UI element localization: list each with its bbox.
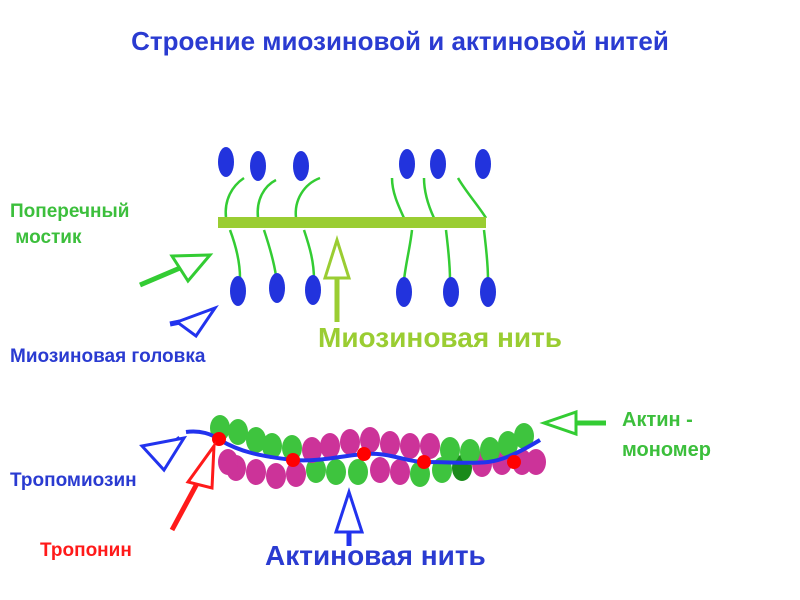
myosin-head — [399, 149, 415, 179]
actin-filament-arrow — [333, 487, 365, 546]
actin-monomer-bead — [480, 437, 500, 463]
myosin-filament-arrow — [322, 235, 352, 322]
myosin-head — [430, 149, 446, 179]
page-title: Строение миозиновой и актиновой нитей — [131, 26, 669, 56]
actin-monomer-bead — [246, 459, 266, 485]
myosin-filament-label: Миозиновая нить — [318, 322, 563, 353]
myosin-head — [443, 277, 459, 307]
actin-monomer-bead — [498, 431, 518, 457]
actin-monomer-bead — [320, 433, 340, 459]
actin-monomer-bead — [400, 433, 420, 459]
cross-bridge-label: Поперечный мостик — [10, 199, 129, 251]
myosin-head — [305, 275, 321, 305]
actin-monomer-bead — [286, 461, 306, 487]
myosin-head — [480, 277, 496, 307]
actin-monomer-bead — [370, 457, 390, 483]
actin-monomer-bead — [246, 427, 266, 453]
lower-cross-bridges — [228, 229, 490, 281]
myosin-head — [396, 277, 412, 307]
myosin-rod — [218, 217, 486, 228]
actin-monomer-bead — [380, 431, 400, 457]
myosin-filament — [218, 147, 496, 307]
myosin-head — [475, 149, 491, 179]
actin-monomer-bead — [440, 437, 460, 463]
actin-monomer-bead — [306, 457, 326, 483]
actin-monomer-label: Актин - мономер — [622, 405, 711, 465]
actin-monomer-bead — [262, 433, 282, 459]
myosin-head — [293, 151, 309, 181]
cross-bridge-label-line2: мостик — [10, 227, 82, 248]
myosin-head — [230, 276, 246, 306]
actin-filament-label: Актиновая нить — [265, 540, 486, 571]
troponin-label: Тропонин — [40, 540, 132, 561]
myosin-heads — [218, 147, 496, 307]
troponin-dot — [286, 453, 300, 467]
myosin-head — [250, 151, 266, 181]
actin-monomer-bead — [218, 449, 238, 475]
myosin-head — [218, 147, 234, 177]
actin-monomer-bead — [326, 459, 346, 485]
actin-monomer-label-line1: Актин - — [622, 409, 693, 431]
actin-monomer-bead — [514, 423, 534, 449]
myosin-head-arrow — [169, 304, 219, 339]
troponin-dot — [507, 455, 521, 469]
actin-filament — [210, 415, 546, 489]
actin-monomer-bead — [340, 429, 360, 455]
cross-bridge-label-line1: Поперечный — [10, 201, 130, 222]
actin-monomer-bead — [266, 463, 286, 489]
actin-monomer-arrow — [539, 409, 606, 437]
actin-monomer-bead — [526, 449, 546, 475]
cross-bridge-arrow — [139, 253, 214, 288]
tropomyosin-label: Тропомиозин — [10, 470, 137, 491]
actin-monomer-bead — [360, 427, 380, 453]
troponin-dot — [417, 455, 431, 469]
myosin-head — [269, 273, 285, 303]
tropomyosin-arrow — [139, 435, 188, 473]
troponin-dot — [357, 447, 371, 461]
actin-monomer-bead — [302, 437, 322, 463]
troponin-arrow — [169, 441, 216, 532]
actin-monomer-bead — [348, 459, 368, 485]
actin-monomer-bead — [512, 449, 532, 475]
upper-cross-bridges — [224, 176, 488, 219]
actin-monomer-bead — [390, 459, 410, 485]
actin-monomer-bead — [460, 439, 480, 465]
myosin-head-label: Миозиновая головка — [10, 346, 206, 367]
actin-monomer-bead — [420, 433, 440, 459]
actin-monomer-label-line2: мономер — [622, 439, 711, 461]
actin-monomer-bead — [228, 419, 248, 445]
